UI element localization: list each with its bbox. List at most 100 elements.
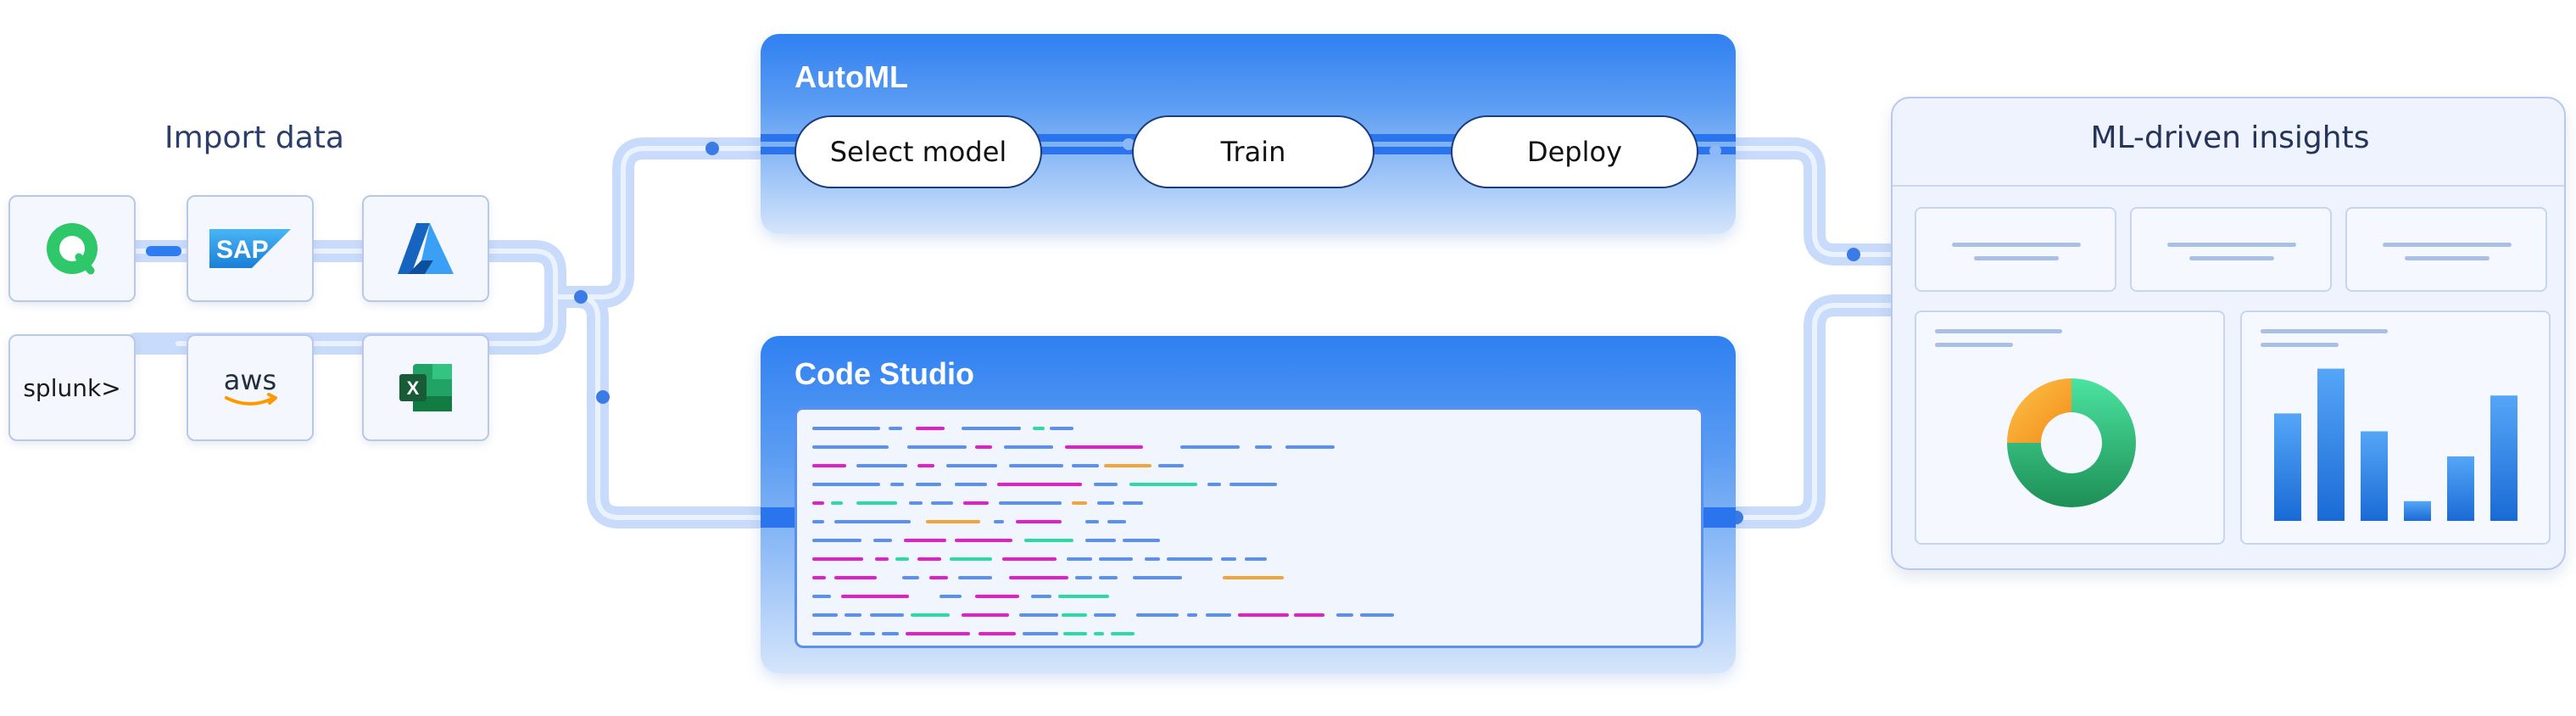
code-token [812, 539, 861, 542]
kpi-line [2405, 256, 2490, 260]
code-token [831, 501, 843, 505]
code-token [926, 520, 980, 523]
donut-chart [2007, 378, 2136, 507]
code-token [1099, 557, 1133, 561]
svg-text:aws: aws [224, 364, 276, 396]
code-token [1004, 445, 1053, 449]
automl-panel: AutoML Select model Train Deploy [761, 34, 1736, 234]
code-token [1085, 539, 1116, 542]
step-train[interactable]: Train [1132, 115, 1374, 188]
kpi-line [2167, 243, 2296, 247]
code-token [917, 464, 934, 467]
insights-divider [1893, 185, 2564, 187]
code-token [955, 539, 1012, 542]
code-token [812, 613, 838, 617]
code-token [1023, 632, 1058, 635]
code-token [979, 632, 1016, 635]
code-token [916, 483, 941, 486]
code-token [1136, 613, 1179, 617]
code-token [909, 501, 923, 505]
code-token [940, 595, 962, 598]
code-token [950, 557, 992, 561]
code-token [1187, 613, 1197, 617]
code-token [812, 520, 824, 523]
code-token [1223, 576, 1284, 579]
aws-icon: aws [224, 364, 277, 406]
code-token [946, 464, 997, 467]
code-token [1016, 520, 1062, 523]
donut-chart-card [1915, 310, 2225, 545]
code-token [906, 632, 970, 635]
source-card-aws[interactable]: aws [187, 334, 314, 441]
code-token [963, 501, 989, 505]
code-token [962, 613, 1009, 617]
code-token [812, 445, 889, 449]
code-token [955, 483, 987, 486]
automl-title: AutoML [795, 59, 908, 94]
bar-chart-card [2240, 310, 2551, 545]
code-token [958, 576, 992, 579]
code-token [875, 557, 889, 561]
code-token [975, 595, 1019, 598]
code-token [1009, 464, 1063, 467]
code-token [1072, 464, 1099, 467]
code-editor[interactable] [795, 407, 1703, 648]
code-token [929, 576, 948, 579]
code-token [1158, 464, 1184, 467]
source-card-excel[interactable]: X [362, 334, 489, 441]
code-token [873, 539, 892, 542]
code-token [895, 557, 909, 561]
code-token [1104, 464, 1151, 467]
code-token [904, 539, 946, 542]
code-token [834, 576, 877, 579]
code-token [1123, 501, 1143, 505]
code-token [1094, 632, 1104, 635]
bar-1 [2274, 413, 2301, 521]
code-token [1360, 613, 1394, 617]
source-card-qlik[interactable] [8, 195, 136, 302]
code-token [870, 613, 904, 617]
code-token [1067, 557, 1092, 561]
insights-dashboard: ML-driven insights [1891, 97, 2566, 570]
code-token [902, 576, 919, 579]
code-token [1255, 445, 1272, 449]
code-token [1050, 427, 1073, 430]
code-token [890, 483, 904, 486]
code-token [1336, 613, 1353, 617]
code-token [994, 520, 1004, 523]
insights-title: ML-driven insights [2090, 120, 2370, 155]
code-token [1031, 595, 1051, 598]
chart-caption-line [1935, 343, 2013, 347]
code-token [1145, 557, 1160, 561]
code-studio-flow-line [761, 507, 1736, 528]
code-token [1107, 520, 1126, 523]
code-token [1167, 557, 1213, 561]
step-select-model[interactable]: Select model [795, 115, 1042, 188]
code-token [841, 595, 909, 598]
code-token [1099, 576, 1118, 579]
code-token [1058, 595, 1109, 598]
bar-chart [2274, 368, 2517, 521]
code-token [1221, 557, 1236, 561]
kpi-card [1915, 207, 2116, 292]
code-token [860, 632, 875, 635]
donut-slice-orange [2007, 378, 2071, 443]
step-deploy[interactable]: Deploy [1451, 115, 1698, 188]
code-token [1229, 483, 1277, 486]
source-card-sap[interactable]: SAP [187, 195, 314, 302]
source-card-splunk[interactable]: splunk> [8, 334, 136, 441]
code-token [1024, 539, 1073, 542]
code-token [1002, 557, 1057, 561]
code-token [962, 427, 1021, 430]
code-token [834, 520, 911, 523]
source-card-azure[interactable] [362, 195, 489, 302]
code-lines [812, 427, 1394, 635]
code-token [1238, 613, 1289, 617]
code-token [1111, 632, 1135, 635]
code-token [1133, 576, 1182, 579]
code-token [1062, 613, 1087, 617]
sap-icon: SAP [209, 229, 291, 268]
code-token [1294, 613, 1324, 617]
code-token [1097, 501, 1114, 505]
